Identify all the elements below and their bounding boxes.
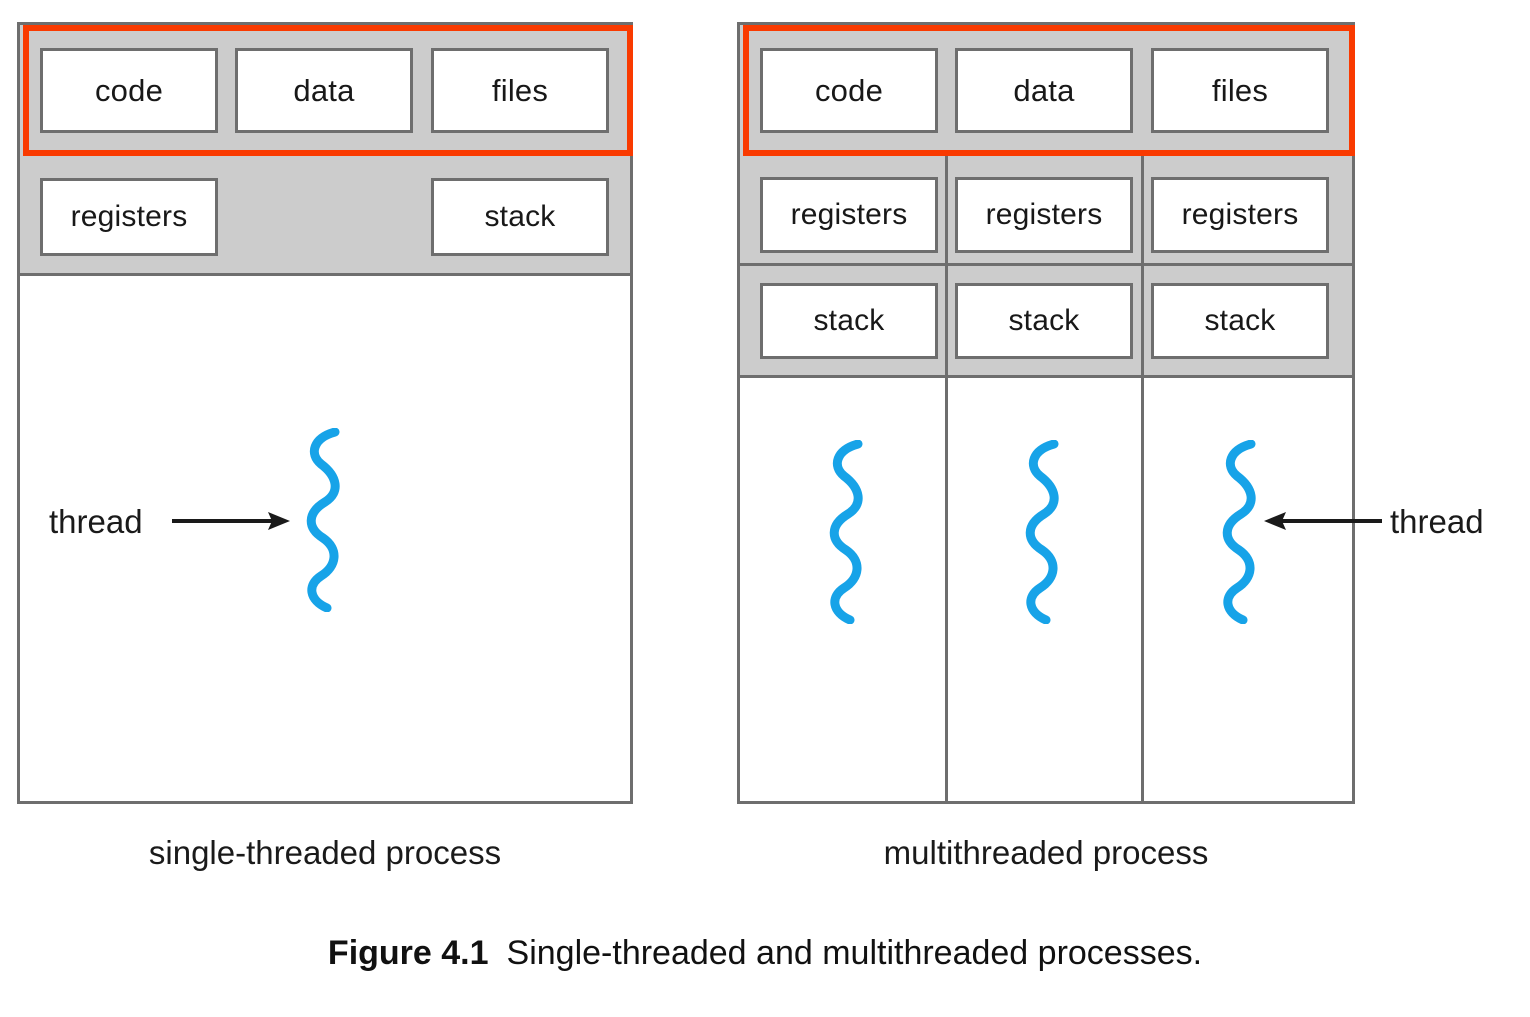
thread-squiggle-icon: [306, 428, 340, 612]
thread-label-multi: thread: [1390, 503, 1484, 540]
figure-caption: Figure 4.1 Single-threaded and multithrea…: [0, 934, 1530, 973]
cell-files: files: [431, 48, 609, 133]
thread-column-divider-2: [1141, 156, 1144, 801]
thread-label-single: thread: [49, 503, 143, 540]
thread-arrow-left-icon: [1264, 512, 1382, 530]
cell-stack-2: stack: [955, 283, 1133, 359]
registers-stack-row-divider: [740, 263, 1352, 266]
thread-column-divider-1: [945, 156, 948, 801]
cell-registers-3: registers: [1151, 177, 1329, 253]
single-threaded-process-caption: single-threaded process: [148, 834, 502, 871]
figure-caption-text: Single-threaded and multithreaded proces…: [506, 934, 1203, 972]
cell-registers-1: registers: [760, 177, 938, 253]
cell-code: code: [760, 48, 938, 133]
cell-code: code: [40, 48, 218, 133]
cell-stack: stack: [431, 178, 609, 256]
cell-data: data: [235, 48, 413, 133]
single-threaded-process-box: code data files registers stack: [17, 22, 633, 804]
thread-arrow-right-icon: [172, 512, 290, 530]
cell-data: data: [955, 48, 1133, 133]
figure-caption-number: Figure 4.1: [327, 934, 489, 972]
cell-stack-3: stack: [1151, 283, 1329, 359]
cell-registers: registers: [40, 178, 218, 256]
thread-squiggle-icon: [829, 440, 863, 624]
multithreaded-process-caption: multithreaded process: [883, 834, 1209, 871]
cell-files: files: [1151, 48, 1329, 133]
single-threaded-shared-region: code data files registers stack: [20, 25, 630, 276]
multithreaded-process-box: code data files registers registers regi…: [737, 22, 1355, 804]
cell-registers-2: registers: [955, 177, 1133, 253]
thread-squiggle-icon: [1025, 440, 1059, 624]
cell-stack-1: stack: [760, 283, 938, 359]
multithreaded-shared-region: code data files registers registers regi…: [740, 25, 1352, 378]
thread-squiggle-icon: [1222, 440, 1256, 624]
